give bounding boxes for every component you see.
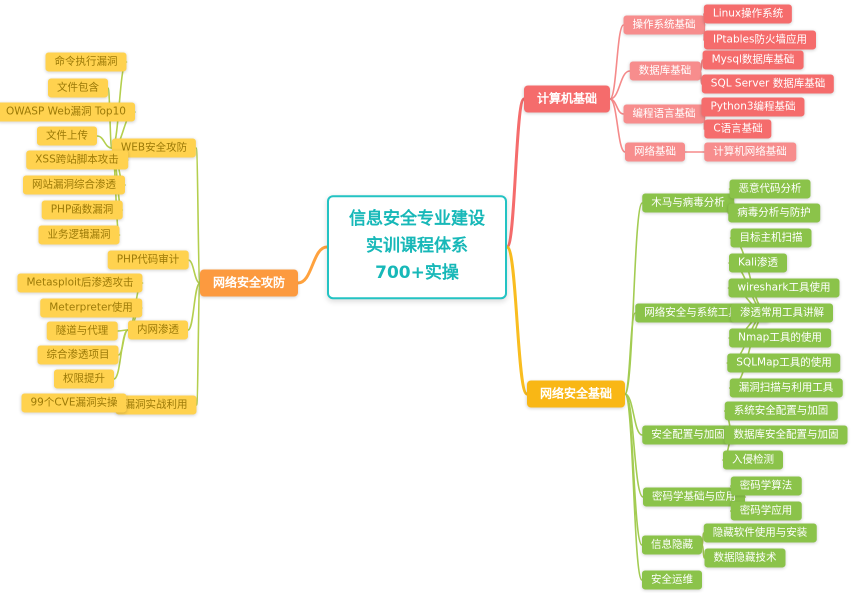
- mindmap-node-file-upload[interactable]: 文件上传: [37, 126, 97, 146]
- mindmap-node-sqlserver-basics[interactable]: SQL Server 数据库基础: [701, 74, 835, 94]
- mindmap-node-xss-attack[interactable]: XSS跨站脚本攻击: [26, 150, 128, 170]
- mindmap-node-trojan-virus-analysis[interactable]: 木马与病毒分析: [642, 193, 734, 213]
- mindmap-node-security-operations[interactable]: 安全运维: [642, 570, 702, 590]
- connector-intranet-pentest--tunnel-proxy: [116, 329, 129, 332]
- mindmap-node-privilege-escalation[interactable]: 权限提升: [54, 369, 114, 389]
- connector-web-security--file-upload: [96, 135, 113, 149]
- mindmap-node-crypto-applications[interactable]: 密码学应用: [730, 501, 802, 521]
- connector-network-security-basics--information-hiding: [624, 393, 643, 546]
- connector-computer-basics--database-basics: [609, 70, 631, 100]
- mindmap-node-business-logic-vuln[interactable]: 业务逻辑漏洞: [38, 225, 120, 245]
- connector-network-security-basics--security-system-tools: [624, 312, 637, 395]
- mindmap-node-intrusion-detection[interactable]: 入侵检测: [723, 450, 783, 470]
- mindmap-node-owasp-top10[interactable]: OWASP Web漏洞 Top10: [0, 102, 135, 122]
- mindmap-node-hiding-software-usage[interactable]: 隐藏软件使用与安装: [703, 523, 817, 543]
- mindmap-node-metasploit-post[interactable]: Metasploit后渗透攻击: [17, 273, 143, 293]
- connector-security-system-tools--vuln-scan-tools: [728, 312, 770, 389]
- connector-network-security-offense-defense--web-security: [195, 147, 201, 284]
- connector-network-security-basics--cryptography-basics: [624, 393, 644, 498]
- connector-computer-basics--programming-basics: [609, 98, 625, 115]
- mindmap-node-site-vuln-pentest[interactable]: 网站漏洞综合渗透: [23, 175, 125, 195]
- mindmap-node-sqlmap-usage[interactable]: SQLMap工具的使用: [727, 353, 841, 373]
- connector-computer-basics--os-basics: [609, 24, 625, 100]
- mindmap-node-linux-os[interactable]: Linux操作系统: [703, 4, 793, 24]
- mindmap-node-python3-basics[interactable]: Python3编程基础: [701, 97, 805, 117]
- mindmap-node-99-cve-practice[interactable]: 99个CVE漏洞实操: [21, 393, 127, 413]
- mindmap-node-tunnel-proxy[interactable]: 隧道与代理: [46, 321, 118, 341]
- connector-network-security-basics--trojan-virus-analysis: [624, 202, 644, 395]
- mindmap-node-malicious-code-analysis[interactable]: 恶意代码分析: [729, 179, 811, 199]
- mindmap-node-central-topic[interactable]: 信息安全专业建设 实训课程体系 700+实操: [327, 195, 507, 299]
- mindmap-node-network-security-offense-defense[interactable]: 网络安全攻防: [199, 269, 299, 297]
- mindmap-node-database-basics[interactable]: 数据库基础: [629, 61, 701, 81]
- mindmap-node-vuln-practical-exploitation[interactable]: 漏洞实战利用: [115, 395, 197, 415]
- mindmap-node-computer-basics[interactable]: 计算机基础: [523, 85, 611, 113]
- mindmap-node-web-security[interactable]: WEB安全攻防: [111, 138, 197, 158]
- connector-network-security-offense-defense--php-code-audit: [187, 259, 201, 284]
- mindmap-node-crypto-algorithms[interactable]: 密码学算法: [730, 476, 802, 496]
- mindmap-node-common-pentest-tools[interactable]: 渗透常用工具讲解: [731, 303, 833, 323]
- connector-intranet-pentest--comprehensive-pentest-project: [117, 329, 129, 356]
- connector-central-topic--network-security-offense-defense: [296, 245, 329, 285]
- connector-network-security-offense-defense--intranet-pentest: [187, 282, 201, 331]
- connector-network-security-basics--security-config-hardening: [624, 393, 644, 436]
- connector-central-topic--computer-basics: [505, 97, 526, 249]
- mindmap-node-cryptography-basics[interactable]: 密码学基础与应用: [643, 487, 745, 507]
- mindmap-node-data-hiding-tech[interactable]: 数据隐藏技术: [704, 548, 786, 568]
- mindmap-node-nmap-usage[interactable]: Nmap工具的使用: [729, 328, 831, 348]
- connector-security-system-tools--target-host-scan: [729, 237, 770, 314]
- mindmap-node-information-hiding[interactable]: 信息隐藏: [642, 535, 702, 555]
- mindmap-node-mysql-basics[interactable]: Mysql数据库基础: [702, 50, 804, 70]
- connector-network-security-basics--security-operations: [624, 393, 643, 581]
- mindmap-node-target-host-scan[interactable]: 目标主机扫描: [730, 228, 812, 248]
- mindmap-node-c-language-basics[interactable]: C语言基础: [704, 119, 772, 139]
- mindmap-node-system-hardening[interactable]: 系统安全配置与加固: [724, 401, 838, 421]
- mindmap-node-database-hardening[interactable]: 数据库安全配置与加固: [724, 425, 848, 445]
- mindmap-node-network-basics[interactable]: 网络基础: [625, 142, 685, 162]
- mindmap-node-meterpreter-usage[interactable]: Meterpreter使用: [40, 298, 142, 318]
- mindmap-node-kali-pentest[interactable]: Kali渗透: [729, 253, 787, 273]
- connector-central-topic--network-security-basics: [505, 245, 529, 396]
- mindmap-node-computer-network-basics[interactable]: 计算机网络基础: [704, 142, 796, 162]
- mindmap-node-programming-basics[interactable]: 编程语言基础: [623, 104, 705, 124]
- mindmap-node-network-security-basics[interactable]: 网络安全基础: [526, 380, 626, 408]
- mindmap-node-command-execution[interactable]: 命令执行漏洞: [45, 52, 127, 72]
- mindmap-node-os-basics[interactable]: 操作系统基础: [623, 15, 705, 35]
- mindmap-node-wireshark-usage[interactable]: wireshark工具使用: [728, 278, 840, 298]
- mindmap-node-intranet-pentest[interactable]: 内网渗透: [128, 320, 188, 340]
- mindmap-node-comprehensive-pentest-project[interactable]: 综合渗透项目: [37, 345, 119, 365]
- mindmap-node-file-inclusion[interactable]: 文件包含: [48, 78, 108, 98]
- mindmap-node-virus-analysis-protection[interactable]: 病毒分析与防护: [728, 203, 820, 223]
- mindmap-node-php-function-vuln[interactable]: PHP函数漏洞: [41, 200, 123, 220]
- mindmap-node-security-config-hardening[interactable]: 安全配置与加固: [642, 425, 734, 445]
- mindmap-node-iptables-firewall[interactable]: IPtables防火墙应用: [704, 30, 816, 50]
- connector-network-security-offense-defense--vuln-practical-exploitation: [195, 282, 201, 406]
- mindmap-node-vuln-scan-tools[interactable]: 漏洞扫描与利用工具: [729, 378, 843, 398]
- mindmap-node-php-code-audit[interactable]: PHP代码审计: [107, 250, 189, 270]
